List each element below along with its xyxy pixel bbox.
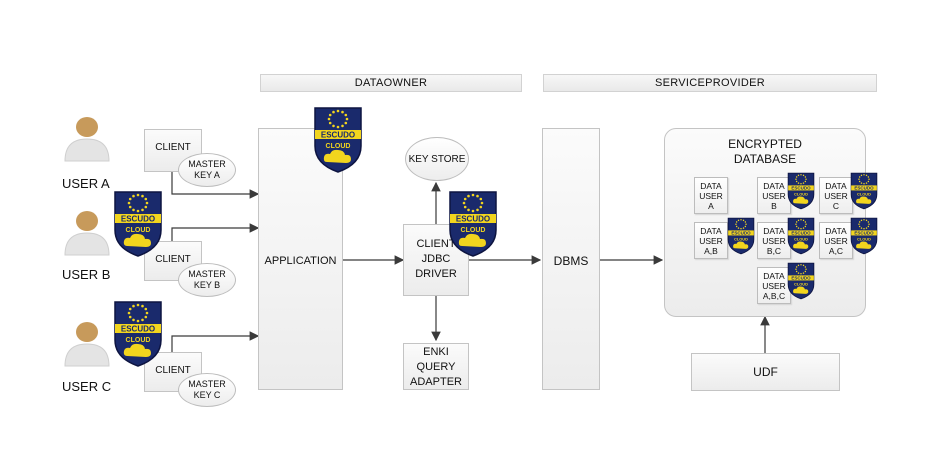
logo-text-2: CLOUD (326, 143, 351, 150)
logo-text-2: CLOUD (461, 227, 486, 234)
logo-text-1: ESCUDO (791, 276, 811, 281)
logo-text-1: ESCUDO (456, 215, 490, 224)
logo-text-2: CLOUD (126, 227, 151, 234)
dbms-box: DBMS (542, 128, 600, 390)
data-cell: DATA USER B,C (757, 222, 791, 259)
key-store: KEY STORE (405, 137, 469, 181)
logo-text-2: CLOUD (126, 337, 151, 344)
escudo-cloud-logo-icon: ESCUDO CLOUD (114, 191, 162, 257)
enki-box: ENKI QUERY ADAPTER (403, 343, 469, 390)
logo-text-2: CLOUD (794, 281, 808, 286)
user-c-master-key: MASTER KEY C (178, 373, 236, 407)
escudo-cloud-logo-icon: ESCUDO CLOUD (449, 191, 497, 257)
logo-text-1: ESCUDO (791, 186, 811, 191)
logo-text-1: ESCUDO (121, 325, 155, 334)
user-a-avatar-icon (64, 117, 110, 162)
logo-text-1: ESCUDO (321, 131, 355, 140)
logo-text-2: CLOUD (734, 236, 748, 241)
data-cell: DATA USER B (757, 177, 791, 214)
udf-box: UDF (691, 353, 840, 391)
udf-label: UDF (753, 365, 778, 379)
user-a-client-label: CLIENT (155, 142, 191, 153)
logo-text-2: CLOUD (794, 191, 808, 196)
logo-text-1: ESCUDO (121, 215, 155, 224)
dbms-label: DBMS (553, 254, 589, 268)
enki-label: ENKI QUERY ADAPTER (410, 346, 462, 388)
serviceprovider-header: SERVICEPROVIDER (543, 74, 877, 92)
logo-text-1: ESCUDO (854, 231, 874, 236)
escudo-cloud-logo-icon: ESCUDO CLOUD (314, 107, 362, 173)
data-cell: DATA USER A (694, 177, 728, 214)
user-b-label: USER B (62, 267, 111, 282)
application-label: APPLICATION (264, 255, 337, 267)
jdbc-driver-label: CLIENT JDBC DRIVER (415, 238, 457, 280)
user-a-label: USER A (62, 176, 110, 191)
application-box: APPLICATION (258, 128, 343, 390)
user-c-client-box: CLIENT (144, 352, 202, 392)
user-a-master-key: MASTER KEY A (178, 153, 236, 187)
user-b-avatar-icon (64, 211, 110, 256)
logo-text-2: CLOUD (857, 236, 871, 241)
data-cell: DATA USER C (819, 177, 853, 214)
escudo-cloud-logo-icon: ESCUDO CLOUD (114, 301, 162, 367)
user-b-client-label: CLIENT (155, 254, 191, 265)
user-c-label: USER C (62, 379, 112, 394)
logo-text-2: CLOUD (857, 191, 871, 196)
data-cell: DATA USER A,B,C (757, 267, 791, 304)
dataowner-header: DATAOWNER (260, 74, 522, 92)
user-b-master-key: MASTER KEY B (178, 263, 236, 297)
logo-text-1: ESCUDO (731, 231, 751, 236)
encrypted-database-title: ENCRYPTED DATABASE (728, 137, 802, 166)
data-cell: DATA USER A,B (694, 222, 728, 259)
logo-text-1: ESCUDO (791, 231, 811, 236)
logo-text-2: CLOUD (794, 236, 808, 241)
user-c-avatar-icon (64, 322, 110, 367)
user-c-client-label: CLIENT (155, 365, 191, 376)
logo-text-1: ESCUDO (854, 186, 874, 191)
data-cell: DATA USER A,C (819, 222, 853, 259)
